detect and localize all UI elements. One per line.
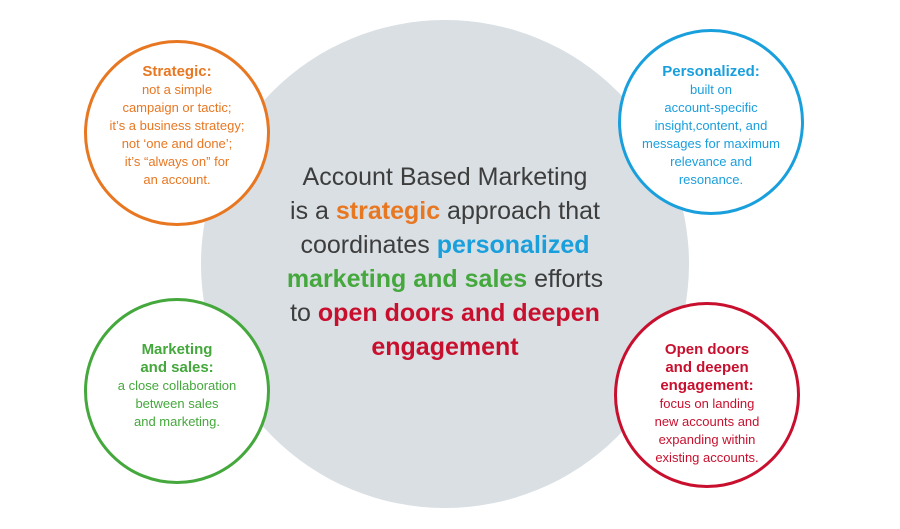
marketing-sales-body: a close collaboration between sales and … xyxy=(117,378,237,429)
center-line-3: coordinates personalized xyxy=(230,228,660,262)
center-line-2-pre: is a xyxy=(290,197,336,225)
center-line-3-pre: coordinates xyxy=(300,231,437,259)
strategic-body: not a simple campaign or tactic; it’s a … xyxy=(109,82,245,187)
open-doors-title: Open doors and deepen engagement: xyxy=(660,341,754,394)
strategic-circle: Strategic: not a simple campaign or tact… xyxy=(84,40,270,226)
highlight-marketing-sales: marketing and sales xyxy=(286,265,528,293)
center-line-5: to open doors and deepen xyxy=(230,296,660,330)
center-line-5-pre: to xyxy=(290,299,318,327)
highlight-open-doors: open doors and deepen xyxy=(317,299,600,327)
center-line-2-post: approach that xyxy=(440,197,600,225)
highlight-strategic: strategic xyxy=(335,197,441,225)
personalized-circle: Personalized: built on account-specific … xyxy=(618,29,804,215)
highlight-engagement: engagement xyxy=(371,333,519,361)
marketing-sales-circle: Marketing and sales: a close collaborati… xyxy=(84,298,270,484)
personalized-title: Personalized: xyxy=(662,63,760,80)
open-doors-body: focus on landing new accounts and expand… xyxy=(654,396,760,465)
personalized-body: built on account-specific insight,conten… xyxy=(642,82,780,187)
center-circle xyxy=(201,20,689,508)
center-line-2: is a strategic approach that xyxy=(230,194,660,228)
center-definition: Account Based Marketing is a strategic a… xyxy=(230,160,660,364)
open-doors-circle: Open doors and deepen engagement: focus … xyxy=(614,302,800,488)
marketing-sales-title: Marketing and sales: xyxy=(140,341,214,376)
highlight-personalized: personalized xyxy=(436,231,590,259)
center-line-4-post: efforts xyxy=(527,265,604,293)
strategic-title: Strategic: xyxy=(142,63,212,80)
center-line-4: marketing and sales efforts xyxy=(230,262,660,296)
center-line-6: engagement xyxy=(230,330,660,364)
center-line-1: Account Based Marketing xyxy=(302,163,588,191)
